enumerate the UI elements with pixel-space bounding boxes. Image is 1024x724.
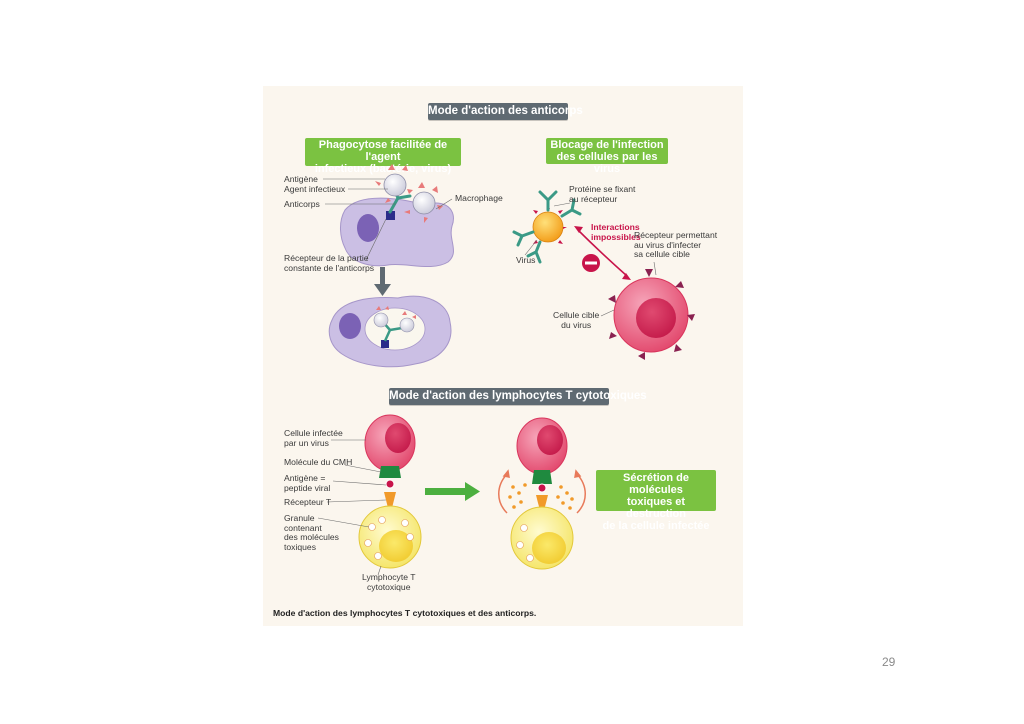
mhc-molecule-right xyxy=(532,470,552,484)
label-granule: Granule contenant des molécules toxiques xyxy=(284,513,339,552)
label-recepteur-partie: Récepteur de la partie constante de l'an… xyxy=(284,253,375,273)
virus xyxy=(532,205,567,244)
green-arrow xyxy=(425,482,480,501)
label-interactions: Interactions impossibles xyxy=(591,222,641,242)
lymphocytes-title: Mode d'action des lymphocytes T cytotoxi… xyxy=(389,388,647,405)
interaction-arrow xyxy=(574,226,631,280)
label-molecule-cmh: Molécule du CMH xyxy=(284,457,353,467)
figure-caption: Mode d'action des lymphocytes T cytotoxi… xyxy=(273,608,537,618)
curved-arrows xyxy=(498,469,586,514)
label-proteine: Protéine se fixant au récepteur xyxy=(569,184,636,204)
label-recepteur-t: Récepteur T xyxy=(284,497,332,507)
infectious-agent-top-1 xyxy=(375,164,413,203)
t-receptor-right xyxy=(536,495,548,510)
macrophage-nucleus-top xyxy=(357,214,379,242)
label-virus: Virus xyxy=(516,255,536,265)
virus-antibodies xyxy=(512,190,582,264)
macrophage-nucleus-bottom xyxy=(339,313,361,339)
label-cellule-infectee: Cellule infectée par un virus xyxy=(284,428,343,448)
no-entry-icon xyxy=(582,254,600,272)
fc-receptor-bottom xyxy=(381,340,389,348)
leader-lines xyxy=(317,178,657,576)
infected-cell-right xyxy=(516,417,568,510)
fc-receptor-top xyxy=(386,211,395,220)
lymphocyte-right xyxy=(510,506,574,570)
label-lymphocyte: Lymphocyte T cytotoxique xyxy=(362,572,416,592)
down-arrow xyxy=(374,267,391,296)
label-recepteur-permettant: Récepteur permettant au virus d'infecter… xyxy=(634,230,718,260)
label-agent-infectieux: Agent infectieux xyxy=(284,184,346,194)
blocking-title: Blocage de l'infection des cellules par … xyxy=(546,138,668,175)
page-number: 29 xyxy=(882,655,896,669)
infected-cell-left xyxy=(364,414,416,508)
label-cellule-cible: Cellule cible du virus xyxy=(553,310,600,330)
infectious-agent-top-2 xyxy=(404,182,443,223)
mhc-molecule-left xyxy=(379,466,401,478)
label-antigene-peptide: Antigène = peptide viral xyxy=(284,473,331,493)
lymphocyte-left xyxy=(358,505,422,569)
toxic-molecules xyxy=(508,483,574,510)
figure-panel xyxy=(263,86,743,626)
secretion-title: Sécrétion de molécules toxiques et destr… xyxy=(596,470,716,532)
macrophage-bottom xyxy=(328,295,452,368)
label-anticorps: Anticorps xyxy=(284,199,320,209)
label-macrophage: Macrophage xyxy=(455,193,503,203)
label-antigene: Antigène xyxy=(284,174,318,184)
phagocytosis-title: Phagocytose facilitée de l'agent infecti… xyxy=(305,138,461,175)
target-cell xyxy=(608,269,695,360)
t-receptor-left xyxy=(384,492,396,508)
antibodies-title: Mode d'action des anticorps xyxy=(428,103,583,120)
